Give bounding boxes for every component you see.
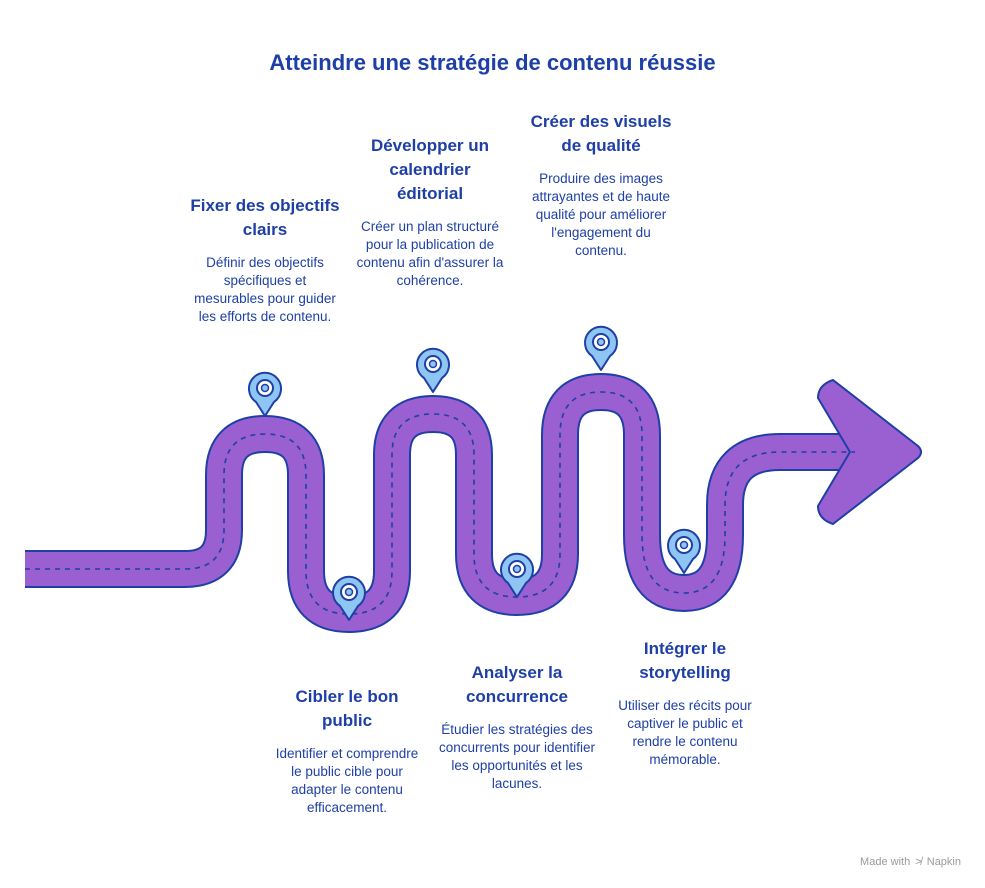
footer-credit: Made with ≯ Napkin (860, 856, 961, 868)
step-title: Développer un calendrier éditorial (370, 136, 490, 203)
step-title: Analyser la concurrence (465, 663, 569, 706)
step-title: Créer des visuels de qualité (530, 112, 672, 155)
step-card: Analyser la concurrence Étudier les stra… (437, 661, 597, 793)
step-description: Produire des images attrayantes et de ha… (531, 171, 671, 258)
step-card: Intégrer le storytelling Utiliser des ré… (610, 637, 760, 769)
diagram-title: Atteindre une stratégie de contenu réuss… (269, 50, 716, 75)
map-pin-icon (416, 347, 450, 393)
map-pin-icon (584, 325, 618, 371)
step-card: Cibler le bon public Identifier et compr… (272, 685, 422, 817)
step-title: Cibler le bon public (295, 687, 399, 730)
step-card: Fixer des objectifs clairs Définir des o… (190, 194, 340, 326)
road-fill (25, 375, 875, 631)
footer-prefix: Made with (860, 856, 911, 868)
step-description: Définir des objectifs spécifiques et mes… (194, 255, 336, 324)
road-center-line (25, 391, 855, 615)
step-card: Développer un calendrier éditorial Créer… (355, 134, 505, 290)
step-title: Intégrer le storytelling (639, 639, 731, 682)
step-description: Étudier les stratégies des concurrents p… (438, 722, 596, 791)
footer-brand: Napkin (926, 856, 961, 868)
step-description: Utiliser des récits pour captiver le pub… (618, 698, 752, 767)
map-pin-icon (248, 371, 282, 417)
step-card: Créer des visuels de qualité Produire de… (527, 110, 675, 260)
step-description: Identifier et comprendre le public cible… (275, 746, 419, 815)
napkin-icon: ≯ (915, 856, 922, 868)
map-pin-icon (667, 528, 701, 574)
map-pin-icon (500, 552, 534, 598)
map-pin-icon (332, 575, 366, 621)
arrow-head (817, 379, 922, 525)
step-title: Fixer des objectifs clairs (190, 196, 340, 239)
step-description: Créer un plan structuré pour la publicat… (356, 219, 504, 288)
